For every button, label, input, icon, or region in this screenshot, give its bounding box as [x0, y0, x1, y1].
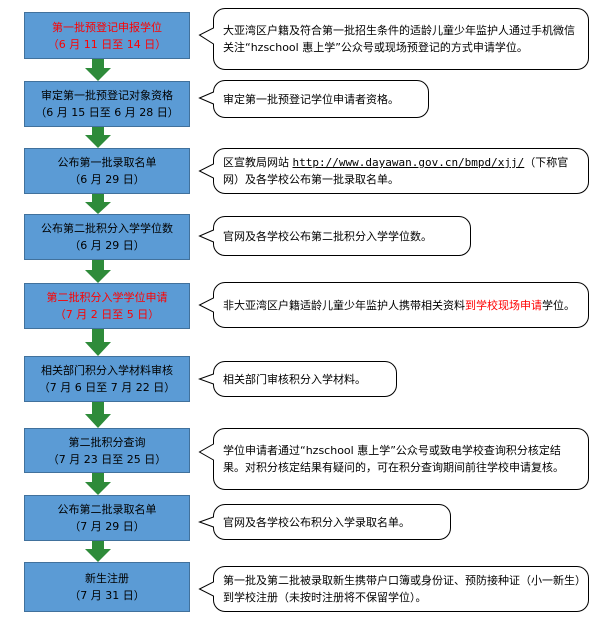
- callout-note-2: 审定第一批预登记学位申请者资格。: [198, 80, 429, 118]
- step-title: 公布第二批录取名单: [57, 503, 157, 516]
- callout-note-1: 大亚湾区户籍及符合第一批招生条件的适龄儿童少年监护人通过手机微信关注“hzsch…: [198, 8, 589, 70]
- down-arrow-icon: [85, 329, 111, 356]
- step-date: （6 月 11 日至 14 日）: [47, 37, 167, 51]
- down-arrow-icon: [85, 473, 111, 495]
- down-arrow-icon: [85, 127, 111, 148]
- step-box-4: 公布第二批积分入学学位数 （6 月 29 日）: [24, 214, 190, 260]
- step-box-5: 第二批积分入学学位申请 （7 月 2 日至 5 日）: [24, 283, 190, 329]
- note-text: 官网及各学校公布积分入学录取名单。: [223, 515, 410, 529]
- step-title: 第二批积分查询: [68, 435, 146, 449]
- step-box-3: 公布第一批录取名单 （6 月 29 日）: [24, 148, 190, 194]
- down-arrow-icon: [85, 194, 111, 214]
- note-text: 非大亚湾区户籍适龄儿童少年监护人携带相关资料: [223, 298, 465, 312]
- step-title: 新生注册: [85, 572, 129, 585]
- down-arrow-icon: [85, 402, 111, 428]
- callout-note-9: 第一批及第二批被录取新生携带户口簿或身份证、预防接种证（小一新生）到学校注册（未…: [198, 566, 589, 612]
- step-date: （7 月 2 日至 5 日）: [54, 308, 160, 321]
- down-arrow-icon: [85, 260, 111, 283]
- note-text: 相关部门审核积分入学材料。: [223, 372, 366, 386]
- callout-note-4: 官网及各学校公布第二批积分入学学位数。: [198, 216, 471, 256]
- step-title: 第二批积分入学学位申请: [46, 291, 168, 304]
- step-title: 公布第二批积分入学学位数: [41, 222, 173, 235]
- step-box-2: 审定第一批预登记对象资格 （6 月 15 日至 6 月 28 日）: [24, 81, 190, 127]
- down-arrow-icon: [85, 541, 111, 562]
- step-title: 审定第一批预登记对象资格: [41, 89, 173, 102]
- step-title: 公布第一批录取名单: [57, 156, 157, 169]
- note-text: 学位。: [542, 298, 575, 312]
- callout-note-5: 非大亚湾区户籍适龄儿童少年监护人携带相关资料到学校现场申请学位。: [198, 282, 589, 328]
- step-date: （7 月 29 日）: [69, 520, 145, 533]
- step-date: （6 月 29 日）: [69, 239, 145, 252]
- callout-note-8: 官网及各学校公布积分入学录取名单。: [198, 504, 451, 540]
- step-date: （6 月 29 日）: [69, 173, 145, 186]
- step-date: （7 月 6 日至 7 月 22 日）: [38, 381, 176, 394]
- step-box-7: 第二批积分查询 （7 月 23 日至 25 日）: [24, 428, 190, 473]
- step-box-9: 新生注册 （7 月 31 日）: [24, 562, 190, 612]
- note-text: 审定第一批预登记学位申请者资格。: [223, 92, 399, 106]
- step-title: 第一批预登记申报学位: [52, 20, 162, 34]
- callout-note-3: 区宣教局网站 http://www.dayawan.gov.cn/bmpd/xj…: [198, 148, 589, 194]
- step-box-6: 相关部门积分入学材料审核 （7 月 6 日至 7 月 22 日）: [24, 356, 190, 402]
- note-highlight: 到学校现场申请: [465, 298, 542, 312]
- callout-note-6: 相关部门审核积分入学材料。: [198, 361, 397, 397]
- website-link[interactable]: http://www.dayawan.gov.cn/bmpd/xjj/: [292, 156, 525, 169]
- down-arrow-icon: [85, 59, 111, 81]
- note-text: （下称官网）及各学校公布第一批录取名单。: [223, 156, 569, 186]
- step-title: 相关部门积分入学材料审核: [41, 364, 173, 377]
- step-date: （7 月 23 日至 25 日）: [47, 452, 167, 466]
- step-box-1: 第一批预登记申报学位 （6 月 11 日至 14 日）: [24, 12, 190, 59]
- note-text: 大亚湾区户籍及符合第一批招生条件的适龄儿童少年监护人通过手机微信关注“hzsch…: [223, 24, 575, 54]
- callout-note-7: 学位申请者通过“hzschool 惠上学”公众号或致电学校查询积分核定结果。对积…: [198, 428, 589, 490]
- step-date: （6 月 15 日至 6 月 28 日）: [35, 106, 179, 119]
- step-box-8: 公布第二批录取名单 （7 月 29 日）: [24, 495, 190, 541]
- note-text: 官网及各学校公布第二批积分入学学位数。: [223, 229, 432, 243]
- note-text: 第一批及第二批被录取新生携带户口簿或身份证、预防接种证（小一新生）到学校注册（未…: [223, 574, 581, 604]
- note-text: 学位申请者通过“hzschool 惠上学”公众号或致电学校查询积分核定结果。对积…: [223, 444, 564, 474]
- note-text: 区宣教局网站: [223, 156, 293, 169]
- step-date: （7 月 31 日）: [69, 589, 145, 602]
